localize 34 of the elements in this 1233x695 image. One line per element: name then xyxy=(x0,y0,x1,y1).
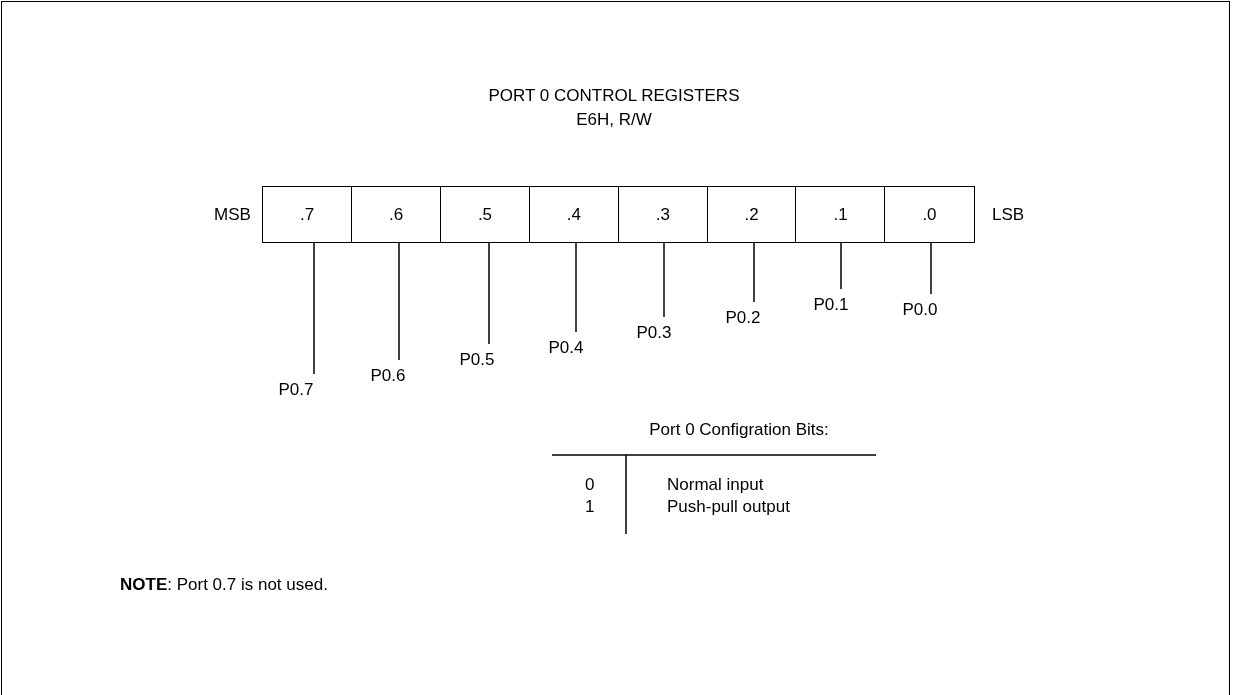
pin-label: P0.5 xyxy=(459,350,495,370)
leader-line xyxy=(930,242,932,295)
leader-line xyxy=(313,242,315,375)
pin-label: P0.0 xyxy=(902,300,938,320)
bit-cell: .1 xyxy=(795,186,886,243)
bit-cell: .4 xyxy=(528,186,620,243)
pin-label: P0.4 xyxy=(548,338,584,358)
value-description: Push-pull output xyxy=(667,497,790,517)
pin-label: P0.6 xyxy=(370,366,406,386)
note-text: NOTE: Port 0.7 is not used. xyxy=(120,575,328,595)
leader-line xyxy=(488,242,490,345)
pin-label: P0.1 xyxy=(813,295,849,315)
pin-label: P0.2 xyxy=(725,308,761,328)
value-description: Normal input xyxy=(667,475,764,495)
bit-cell: .2 xyxy=(706,186,797,243)
pin-label: P0.7 xyxy=(278,380,314,400)
lsb-label: LSB xyxy=(992,205,1025,225)
pin-label: P0.3 xyxy=(636,323,672,343)
leader-line xyxy=(840,242,842,290)
table-heading: Port 0 Configration Bits: xyxy=(649,420,829,440)
bit-cell: .7 xyxy=(262,186,353,243)
bit-cell: .5 xyxy=(439,186,531,243)
register-title: PORT 0 CONTROL REGISTERS xyxy=(488,86,740,106)
leader-line xyxy=(398,242,400,361)
bit-cell: .0 xyxy=(884,186,975,243)
bit-cell: .6 xyxy=(350,186,442,243)
msb-label: MSB xyxy=(214,205,251,225)
leader-line xyxy=(575,242,577,333)
bit-value: 0 xyxy=(585,475,595,495)
bit-value: 1 xyxy=(585,497,595,517)
register-address: E6H, R/W xyxy=(576,110,652,130)
leader-line xyxy=(663,242,665,318)
bit-cell: .3 xyxy=(617,186,708,243)
leader-line xyxy=(753,242,755,303)
